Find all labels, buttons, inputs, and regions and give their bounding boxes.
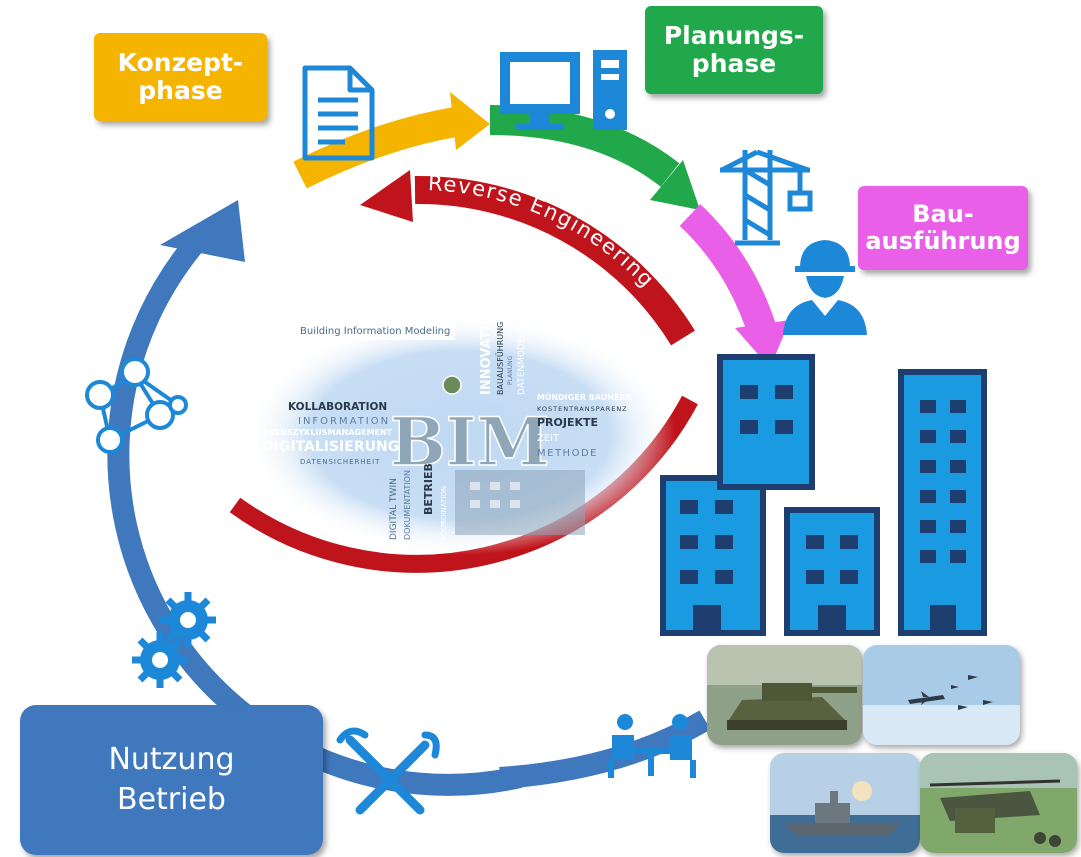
konzept-phase-label: Konzept- phase bbox=[117, 48, 244, 105]
svg-text:DOKUMENTATION: DOKUMENTATION bbox=[403, 470, 412, 540]
svg-text:KOSTENTRANSPARENZ: KOSTENTRANSPARENZ bbox=[537, 405, 628, 413]
svg-text:PROJEKTE: PROJEKTE bbox=[537, 416, 598, 429]
nutzung-phase-box: Nutzung Betrieb bbox=[20, 705, 323, 855]
worker-icon bbox=[783, 240, 867, 335]
reverse-engineering-label: Reverse Engineering bbox=[428, 171, 660, 292]
gears-icon bbox=[132, 592, 216, 688]
svg-text:KOLLABORATION: KOLLABORATION bbox=[288, 401, 387, 413]
svg-text:LEBENSZYKLUSMANAGEMENT: LEBENSZYKLUSMANAGEMENT bbox=[258, 428, 393, 437]
nutzung-phase-label: Nutzung Betrieb bbox=[108, 741, 235, 818]
planung-arrowhead bbox=[650, 160, 700, 210]
reverse-arrowhead bbox=[360, 170, 413, 222]
bau-arrowhead bbox=[735, 320, 790, 368]
svg-text:INNOVATION: INNOVATION bbox=[479, 304, 494, 395]
svg-text:BETRIEB: BETRIEB bbox=[422, 463, 435, 515]
svg-text:INFORMATION: INFORMATION bbox=[298, 416, 390, 427]
svg-text:PLANUNG: PLANUNG bbox=[507, 355, 514, 385]
svg-text:KOORDINATION: KOORDINATION bbox=[440, 486, 448, 540]
svg-text:ZEIT: ZEIT bbox=[537, 433, 560, 444]
tank-photo bbox=[707, 645, 862, 745]
planung-arrow bbox=[489, 105, 680, 187]
reverse-arc-upper bbox=[414, 175, 695, 346]
svg-text:DIGITAL TWIN: DIGITAL TWIN bbox=[389, 478, 399, 540]
svg-text:DIGITALISIERUNG: DIGITALISIERUNG bbox=[262, 439, 399, 455]
buildings-icon bbox=[660, 354, 987, 636]
svg-text:BIM: BIM bbox=[390, 403, 550, 481]
lifecycle-blue-lower bbox=[499, 710, 711, 789]
svg-text:BAUAUSFÜHRUNG: BAUAUSFÜHRUNG bbox=[495, 322, 505, 395]
computer-icon bbox=[500, 50, 627, 130]
bau-arrow bbox=[679, 204, 777, 335]
helicopter-photo bbox=[920, 753, 1077, 853]
network-icon bbox=[85, 357, 188, 454]
crane-icon bbox=[720, 149, 813, 246]
konzept-phase-box: Konzept- phase bbox=[94, 33, 267, 121]
konzept-arrow bbox=[293, 107, 458, 189]
svg-text:DATENMODELL: DATENMODELL bbox=[517, 327, 527, 395]
bau-phase-label: Bau- ausführung bbox=[865, 200, 1021, 255]
svg-text:Building Information Modeling: Building Information Modeling bbox=[300, 326, 450, 337]
meeting-icon bbox=[608, 714, 696, 778]
planung-phase-label: Planungs- phase bbox=[663, 21, 805, 78]
svg-text:METHODE: METHODE bbox=[537, 448, 598, 459]
ship-photo bbox=[770, 753, 920, 853]
lifecycle-blue-arrowhead bbox=[160, 200, 245, 262]
konzept-arrowhead bbox=[450, 92, 490, 150]
svg-text:MÜNDIGER BAUHERR: MÜNDIGER BAUHERR bbox=[537, 392, 632, 402]
svg-text:DATENSICHERHEIT: DATENSICHERHEIT bbox=[300, 458, 380, 466]
bau-phase-box: Bau- ausführung bbox=[858, 186, 1028, 270]
planung-phase-box: Planungs- phase bbox=[645, 6, 823, 94]
aircraft-photo bbox=[863, 645, 1020, 745]
document-icon bbox=[302, 65, 375, 161]
tools-icon bbox=[336, 727, 440, 815]
bim-word-cloud: Building Information Modeling KOLLABORAT… bbox=[245, 304, 675, 555]
